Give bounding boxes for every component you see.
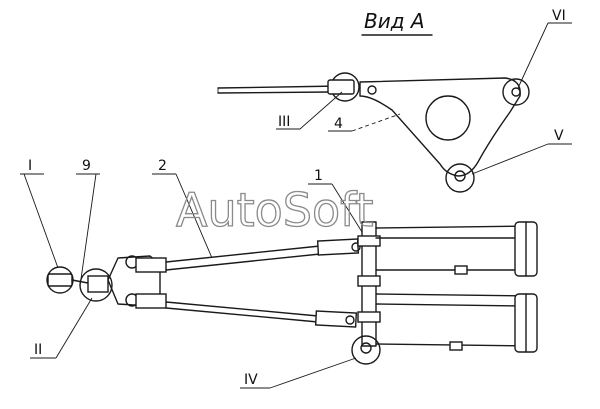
callout-4-label: 4 xyxy=(334,116,343,132)
shaft-collar-mid xyxy=(357,275,381,287)
callout-v-leader xyxy=(471,143,549,175)
pivot-link xyxy=(71,279,89,284)
callout-2-leader xyxy=(175,173,213,259)
pivot-vi-pin xyxy=(511,87,521,97)
callout-i-label: I xyxy=(28,158,32,174)
callouts: VI III 4 V I 9 2 1 II xyxy=(20,8,572,389)
callout-ii-leader xyxy=(55,297,93,359)
callout-iii-label: III xyxy=(278,114,290,130)
upper-arm-block xyxy=(454,265,468,275)
callout-v-label: V xyxy=(554,128,564,144)
callout-1-label: 1 xyxy=(314,168,323,184)
callout-1-leader xyxy=(331,183,363,233)
lower-arm-mid xyxy=(375,303,526,307)
watermark-text: AutoSoft xyxy=(176,183,374,237)
pivot-iv-pin xyxy=(360,342,372,354)
lower-rod xyxy=(165,301,319,317)
shaft-collar-top xyxy=(357,235,381,247)
view-a-detail: Вид А xyxy=(217,9,530,193)
callout-iv-leader xyxy=(269,357,357,389)
pivot-ii-block xyxy=(87,275,109,293)
callout-iii-leader xyxy=(299,91,343,130)
pivot-v-circle xyxy=(445,163,475,193)
fork-lower-nut xyxy=(135,293,167,309)
lower-rod-tip xyxy=(314,310,358,328)
linkage-assembly xyxy=(46,221,538,365)
callout-4-leader xyxy=(351,113,401,132)
lower-rod-pin xyxy=(345,315,355,325)
callout-vi-label: VI xyxy=(552,8,566,24)
view-a-rod xyxy=(217,85,341,89)
callout-vi-leader xyxy=(517,22,549,89)
pivot-i-bolt xyxy=(47,273,73,287)
callout-iv-label: IV xyxy=(244,372,258,388)
shaft-collar-low xyxy=(357,311,381,323)
callout-ii-label: II xyxy=(34,342,42,358)
pivot-v-pin xyxy=(454,170,466,182)
lower-arm-block xyxy=(449,341,463,351)
callout-i-leader xyxy=(23,173,59,269)
view-title: Вид А xyxy=(364,9,425,33)
lever-plate xyxy=(359,77,521,177)
lower-rod-edge xyxy=(165,307,319,323)
pivot-vi-circle xyxy=(502,78,530,106)
upper-rod xyxy=(165,245,321,263)
fork-bracket xyxy=(107,255,161,307)
pivot-iii-clamp xyxy=(327,79,355,95)
callout-9-leader xyxy=(79,173,97,287)
view-a-rod-lower xyxy=(217,91,331,94)
fork-upper-nut xyxy=(135,257,167,273)
callout-2-label: 2 xyxy=(158,158,167,174)
upper-arm-top xyxy=(375,225,536,229)
upper-rod-pin xyxy=(351,242,361,252)
lower-arm-top xyxy=(375,293,536,297)
pivot-iii-pin xyxy=(367,85,377,95)
callout-9-label: 9 xyxy=(82,158,91,174)
lever-hole xyxy=(425,95,471,141)
upper-rod-edge xyxy=(165,253,321,271)
pivot-iv-circle xyxy=(351,335,381,365)
